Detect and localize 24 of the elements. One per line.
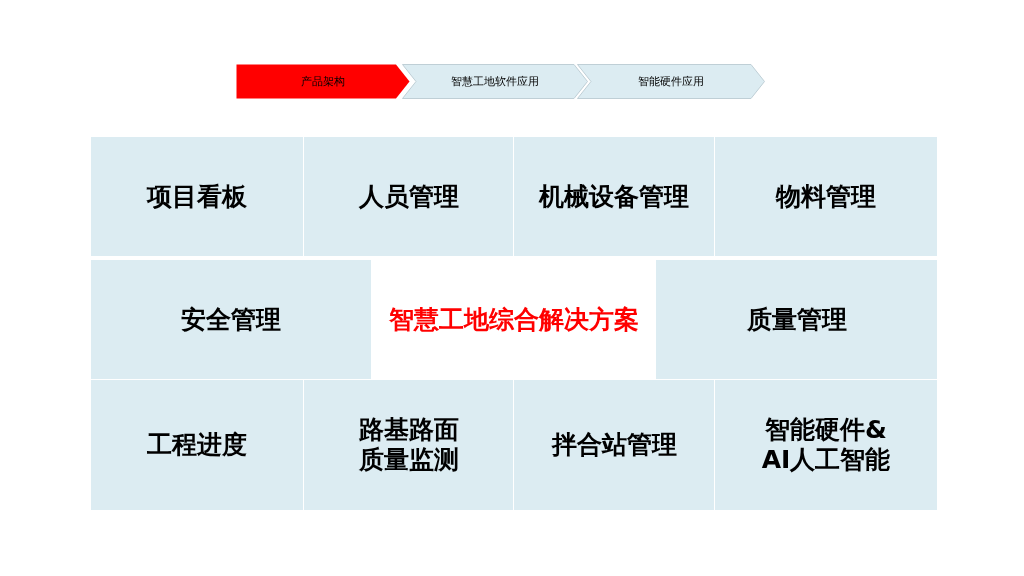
module-tile xyxy=(514,380,714,510)
module-label: 项目看板 xyxy=(147,181,247,212)
module-tile xyxy=(91,260,371,379)
step-label: 智能硬件应用 xyxy=(638,76,704,87)
module-tile xyxy=(91,380,303,510)
module-tile xyxy=(715,137,937,256)
module-tile xyxy=(91,137,303,256)
module-label: 智能硬件&AI人工智能 xyxy=(760,415,892,475)
step-label: 智慧工地软件应用 xyxy=(451,76,539,87)
module-tile xyxy=(514,137,714,256)
module-label: 工程进度 xyxy=(147,430,247,460)
module-label: 机械设备管理 xyxy=(539,181,689,212)
module-tile xyxy=(304,380,513,510)
module-label: 拌合站管理 xyxy=(551,430,677,460)
module-label: 人员管理 xyxy=(358,181,459,212)
module-tile xyxy=(656,260,937,379)
module-label: 物料管理 xyxy=(776,181,876,212)
module-label: 安全管理 xyxy=(181,304,281,335)
step-label: 产品架构 xyxy=(301,76,345,87)
module-label: 质量管理 xyxy=(746,304,847,335)
module-label: 路基路面质量监测 xyxy=(357,415,460,475)
solution-title: 智慧工地综合解决方案 xyxy=(388,304,639,335)
module-tile xyxy=(715,380,937,510)
module-tile xyxy=(304,137,513,256)
